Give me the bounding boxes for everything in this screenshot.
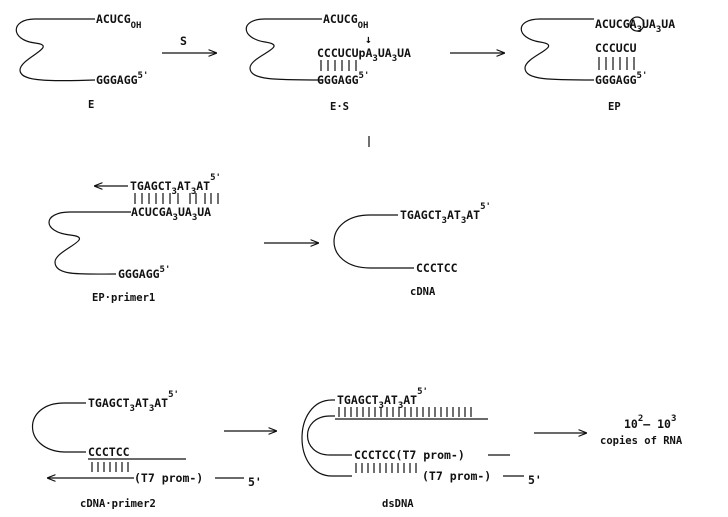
- cDNA-primer2-top-seq: TGAGCT3AT3AT5': [88, 390, 179, 414]
- cDNA-primer2-mid-seq: CCCTCC: [88, 445, 130, 459]
- cleavage-arrow: ↓: [365, 32, 372, 46]
- cDNA-primer2-label: cDNA·primer2: [80, 498, 156, 510]
- cDNA-strand-line: [333, 214, 414, 269]
- EP-primer1-strand-line: [48, 211, 131, 275]
- rna-seq: ACUCGA3UA3UA: [131, 205, 211, 223]
- cDNA-primer2-complex: TGAGCT3AT3AT5' CCCTCC (T7 prom-) 5' cDNA…: [31, 390, 262, 510]
- EP-primer1-label: EP·primer1: [92, 292, 155, 304]
- ES-strand-line: [245, 18, 323, 81]
- cDNA-bottom-seq: CCCTCC: [416, 261, 458, 275]
- EP-strand-line: [520, 18, 595, 81]
- primer2-5prime: 5': [248, 475, 262, 489]
- arrow-S-label: S: [180, 34, 187, 48]
- E-bottom-seq: GGGAGG5': [96, 71, 148, 87]
- ES-substrate-seq: CCCUCUpA3UA3UA: [317, 46, 411, 64]
- primer2-base-pairs: [91, 462, 129, 472]
- dsDNA-label: dsDNA: [382, 498, 414, 510]
- EP-primer1-bottom-seq: GGGAGG5': [118, 265, 170, 281]
- copies-of-rna-label: copies of RNA: [600, 435, 683, 447]
- cDNA-label: cDNA: [410, 286, 436, 298]
- ES-base-pairs: [320, 60, 357, 71]
- EP-label: EP: [608, 101, 621, 113]
- rna-copies-output: 102– 103 copies of RNA: [600, 414, 683, 447]
- EP-bottom-seq: GGGAGG5': [595, 71, 647, 87]
- EP-mid-seq: CCCUCU: [595, 41, 637, 55]
- dsDNA-inner-strand-line: [306, 415, 352, 456]
- dsDNA-5prime: 5': [528, 473, 542, 487]
- complex-ES: ACUCGOH ↓ CCCUCUpA3UA3UA GGGAGG5' E·S: [245, 12, 411, 113]
- EP-base-pairs: [598, 57, 635, 70]
- dsDNA-outer-strand-line: [301, 399, 352, 477]
- cDNA-primer2-strand-line: [31, 402, 86, 453]
- copies-range: 102– 103: [624, 414, 676, 431]
- ligation-circle: [629, 16, 645, 32]
- E-label: E: [88, 99, 94, 111]
- EP-top-seq: ACUCGA3UA3UA: [595, 17, 675, 35]
- cDNA-top-seq: TGAGCT3AT3AT5': [400, 202, 491, 226]
- primer2-prom-seq: (T7 prom-): [134, 471, 203, 485]
- primer1-base-pairs: [134, 193, 219, 204]
- dsDNA-mid-seq: CCCTCC(T7 prom-): [354, 448, 465, 462]
- primer1-seq: TGAGCT3AT3AT5': [130, 173, 221, 197]
- dsDNA: TGAGCT3AT3AT5' CCCTCC(T7 prom-) (T7: [301, 387, 542, 510]
- enzyme-E: ACUCGOH GGGAGG5' E: [15, 12, 148, 111]
- dsDNA-bottom-prom: (T7 prom-): [422, 469, 491, 483]
- dsDNA-top-base-pairs: [338, 407, 472, 417]
- product-EP: ACUCGA3UA3UA CCCUCU GGGAGG5' EP: [520, 16, 675, 113]
- dsDNA-bottom-base-pairs: [355, 463, 417, 473]
- dsDNA-top-seq: TGAGCT3AT3AT5': [337, 387, 428, 411]
- cDNA: TGAGCT3AT3AT5' CCCTCC cDNA: [333, 202, 491, 298]
- E-strand-line: [15, 18, 96, 82]
- ES-top-seq: ACUCGOH: [323, 12, 368, 31]
- ES-label: E·S: [330, 101, 349, 113]
- E-top-seq: ACUCGOH: [96, 12, 141, 31]
- ES-bottom-seq: GGGAGG5': [317, 71, 369, 87]
- EP-primer1-complex: TGAGCT3AT3AT5' ACUCGA3UA3UA GGGAGG5' EP·…: [48, 173, 221, 304]
- arrow-S: S: [162, 34, 216, 53]
